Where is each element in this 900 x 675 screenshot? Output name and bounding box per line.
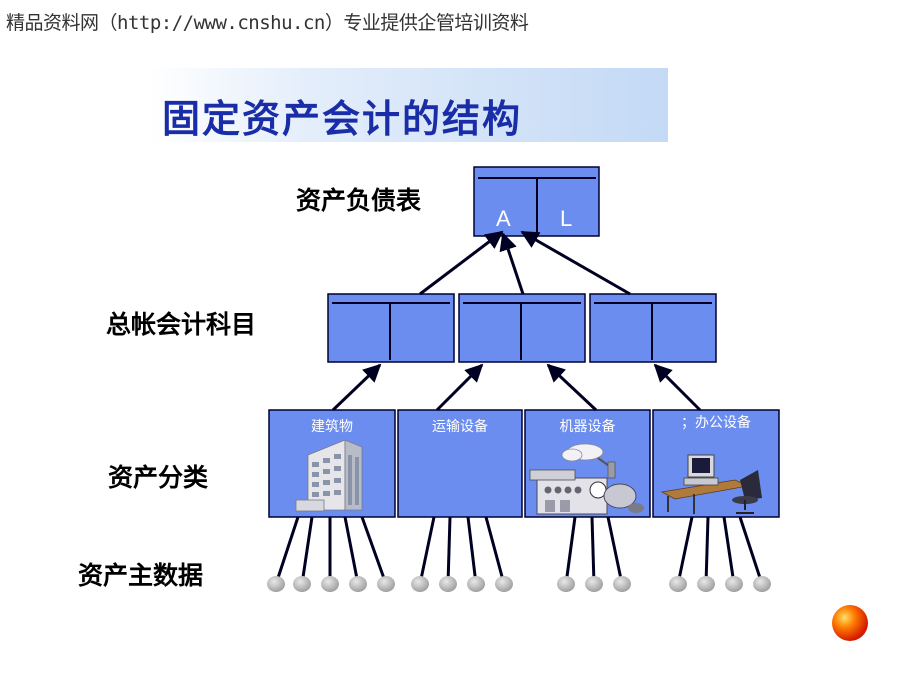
master-node [377, 576, 395, 592]
master-node [557, 576, 575, 592]
header-text: 精品资料网（http://www.cnshu.cn）专业提供企管培训资料 [6, 12, 529, 34]
master-node [697, 576, 715, 592]
gl-account-box-1 [327, 293, 455, 363]
machinery-icon [529, 443, 644, 515]
title-banner [150, 68, 668, 142]
arrows-gl-to-balance [419, 230, 631, 296]
asset-class-label-buildings: 建筑物 [311, 419, 353, 435]
decorative-ball-icon [832, 605, 868, 641]
asset-class-label-office: ；办公设备 [681, 415, 751, 431]
asset-class-label-machinery: 机器设备 [559, 419, 616, 435]
gl-account-box-3 [589, 293, 717, 363]
level-label-asset-master: 资产主数据 [78, 561, 204, 590]
level-label-balance-sheet: 资产负债表 [296, 186, 422, 215]
master-node [321, 576, 339, 592]
master-node [585, 576, 603, 592]
master-node [613, 576, 631, 592]
master-node [267, 576, 285, 592]
master-node [293, 576, 311, 592]
gl-account-box-2 [458, 293, 586, 363]
master-node [753, 576, 771, 592]
level-label-gl-accounts: 总帐会计科目 [106, 310, 257, 339]
master-node [411, 576, 429, 592]
balance-sheet-box [473, 166, 600, 237]
asset-class-label-transport: 运输设备 [432, 419, 488, 435]
slide-title: 固定资产会计的结构 [162, 96, 523, 141]
liabilities-label: L [560, 206, 573, 231]
level-label-asset-classes: 资产分类 [108, 463, 209, 492]
master-data-lines [274, 516, 764, 585]
master-node [467, 576, 485, 592]
master-node [349, 576, 367, 592]
master-data-nodes [267, 576, 771, 592]
master-node [439, 576, 457, 592]
arrows-class-to-gl [331, 363, 702, 412]
assets-label: A [496, 206, 511, 231]
building-icon [295, 439, 363, 512]
asset-class-box-4 [652, 409, 780, 518]
master-node [495, 576, 513, 592]
master-node [669, 576, 687, 592]
asset-class-box-2 [397, 409, 523, 518]
master-node [725, 576, 743, 592]
office-desk-icon [660, 454, 762, 514]
